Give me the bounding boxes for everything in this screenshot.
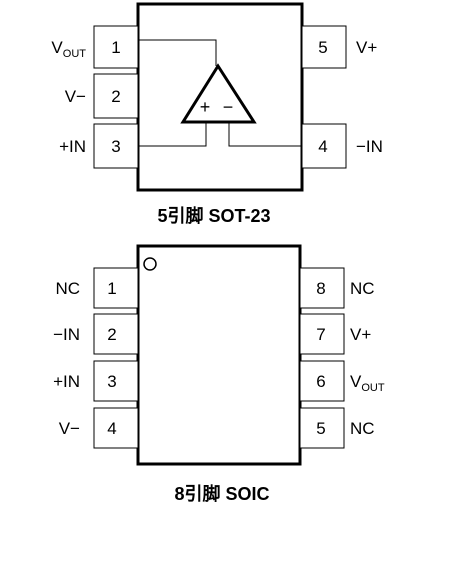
soic-pin-6-box (299, 360, 345, 402)
minus-in-wire (228, 122, 302, 147)
sot23-pin-1-number: 1 (111, 38, 120, 57)
sot23-pin-5-number: 5 (318, 38, 327, 57)
soic-pin-1-box (93, 267, 139, 309)
plus-in-wire (138, 122, 207, 147)
soic-pin-3-number: 3 (107, 372, 116, 391)
soic-pin-6-name: VOUT (350, 372, 385, 394)
sot23-pin-3-name: +IN (59, 137, 86, 156)
sot23-pin-2-box (93, 73, 139, 119)
soic-pin-8-box (299, 267, 345, 309)
soic-caption: 8引脚 SOIC (174, 484, 269, 504)
vout-wire (138, 39, 217, 66)
sot23-pin-5-name: V+ (356, 38, 377, 57)
soic-pin-1-number: 1 (107, 279, 116, 298)
soic-pin-3-name: +IN (53, 372, 80, 391)
opamp-plus-sign: + (200, 97, 211, 117)
sot23-pin-2-number: 2 (111, 87, 120, 106)
soic-pin-7-box (299, 313, 345, 355)
soic-pin-7-number: 7 (316, 325, 325, 344)
soic-pin-8-number: 8 (316, 279, 325, 298)
soic-package: 1 2 3 4 5 6 7 8 NC −IN +IN V− NC VOUT V+… (53, 244, 385, 504)
sot23-pin-5-box (301, 25, 347, 69)
soic-pin-3-box (93, 360, 139, 402)
soic-pin-8-name: NC (350, 279, 375, 298)
soic-pin-5-number: 5 (316, 419, 325, 438)
opamp-minus-sign: − (223, 97, 234, 117)
soic-body (136, 244, 302, 466)
pin1-marker-icon (143, 257, 157, 271)
sot23-pin-3-number: 3 (111, 137, 120, 156)
sot23-pin-1-box (93, 25, 139, 69)
soic-pin-2-box (93, 313, 139, 355)
opamp-triangle-icon (180, 63, 257, 124)
soic-pin-4-name: V− (59, 419, 80, 438)
soic-pin-5-box (299, 407, 345, 449)
sot23-pin-4-number: 4 (318, 137, 327, 156)
soic-pin-7-name: V+ (350, 325, 371, 344)
soic-pin-4-box (93, 407, 139, 449)
soic-pin-2-name: −IN (53, 325, 80, 344)
soic-pin-2-number: 2 (107, 325, 116, 344)
soic-pin-4-number: 4 (107, 419, 116, 438)
soic-pin-6-number: 6 (316, 372, 325, 391)
sot23-pin-2-name: V− (65, 87, 86, 106)
sot23-caption: 5引脚 SOT-23 (157, 206, 270, 226)
soic-pin-5-name: NC (350, 419, 375, 438)
soic-pin-1-name: NC (55, 279, 80, 298)
sot23-package: 1 2 3 4 5 VOUT V− +IN −IN V+ + − 5引脚 SOT… (51, 2, 383, 226)
sot23-pin-4-name: −IN (356, 137, 383, 156)
sot23-pin-1-name: VOUT (51, 38, 86, 60)
